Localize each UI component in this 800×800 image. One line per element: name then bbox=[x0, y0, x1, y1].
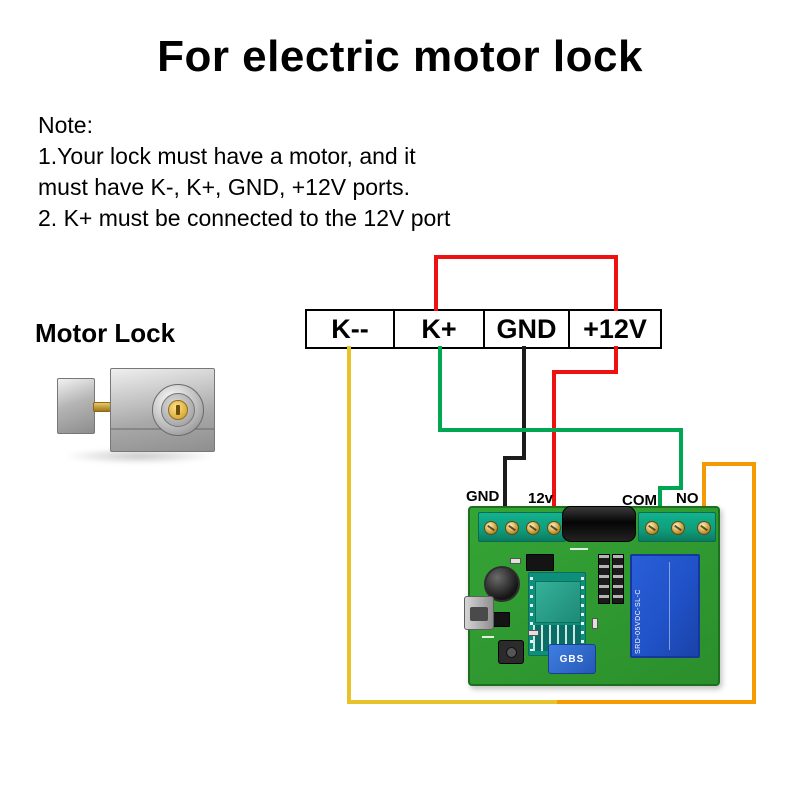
wifi-castellation-right bbox=[581, 577, 584, 651]
wire-red-12v-drop bbox=[614, 346, 618, 374]
port-12v: +12V bbox=[570, 311, 660, 347]
push-button bbox=[498, 640, 524, 664]
wire-yellow-kminus-drop bbox=[347, 346, 351, 704]
screw-com bbox=[645, 521, 659, 535]
board-label-12v: 12v bbox=[528, 490, 554, 507]
wire-black-to-board bbox=[503, 456, 507, 516]
screw-mid bbox=[671, 521, 685, 535]
wire-red-to-board bbox=[552, 370, 556, 516]
note-line-2: must have K-, K+, GND, +12V ports. bbox=[38, 174, 410, 200]
wire-green-run bbox=[438, 428, 683, 432]
lock-terminal-block: K-- K+ GND +12V bbox=[305, 309, 662, 349]
wire-red-top-run bbox=[434, 255, 618, 259]
wire-red-12v-down bbox=[614, 255, 618, 311]
wifi-castellation-left bbox=[530, 577, 533, 651]
wire-green-to-com bbox=[658, 486, 662, 516]
wifi-module bbox=[528, 572, 586, 656]
smd-component-3 bbox=[592, 618, 598, 629]
relay: SRD-05VDC-SL-C bbox=[630, 554, 700, 658]
wire-green-kplus-drop bbox=[438, 346, 442, 428]
silkscreen-mark-1 bbox=[570, 548, 588, 550]
push-button-cap bbox=[506, 647, 517, 658]
antenna-module: GBS bbox=[548, 644, 596, 674]
pin-header-2 bbox=[612, 554, 624, 604]
pin-header-1 bbox=[598, 554, 610, 604]
screw-gnd-1 bbox=[484, 521, 498, 535]
inductor-barrel bbox=[562, 506, 636, 542]
wifi-shield bbox=[535, 581, 581, 623]
ic-chip-1 bbox=[526, 554, 554, 571]
port-gnd: GND bbox=[485, 311, 570, 347]
output-screw-terminal bbox=[638, 512, 716, 542]
note-line-1: 1.Your lock must have a motor, and it bbox=[38, 143, 416, 169]
smd-component-1 bbox=[510, 558, 521, 564]
antenna-module-label: GBS bbox=[559, 653, 585, 665]
relay-case-line bbox=[669, 562, 692, 650]
relay-module-board: GBS SRD-05VDC-SL-C bbox=[464, 506, 720, 686]
lock-shadow bbox=[63, 448, 215, 464]
usb-slot bbox=[470, 607, 488, 621]
board-label-no: NO bbox=[676, 490, 699, 507]
board-label-com: COM bbox=[622, 492, 657, 509]
screw-no bbox=[697, 521, 711, 535]
wire-yellow-bottom-left bbox=[347, 700, 557, 704]
motor-lock-label: Motor Lock bbox=[35, 318, 176, 348]
wire-green-down bbox=[679, 428, 683, 490]
page-title: For electric motor lock bbox=[157, 32, 643, 81]
lock-latch-pin bbox=[93, 402, 111, 412]
wire-green-jog bbox=[658, 486, 683, 490]
lock-strike-block bbox=[57, 378, 95, 434]
note-heading: Note: bbox=[38, 112, 93, 138]
wire-black-gnd-drop bbox=[522, 346, 526, 460]
wire-orange-top-run bbox=[702, 462, 756, 466]
wire-orange-bottom-right bbox=[557, 700, 756, 704]
port-k-minus: K-- bbox=[307, 311, 395, 347]
wire-orange-to-no bbox=[702, 462, 706, 516]
input-screw-terminal bbox=[478, 512, 566, 542]
screw-12v-1 bbox=[526, 521, 540, 535]
wire-red-kplus-up bbox=[434, 255, 438, 311]
wire-red-jog bbox=[552, 370, 618, 374]
smd-component-2 bbox=[528, 630, 539, 636]
note-line-3: 2. K+ must be connected to the 12V port bbox=[38, 205, 451, 231]
screw-gnd-2 bbox=[505, 521, 519, 535]
relay-part-number: SRD-05VDC-SL-C bbox=[635, 589, 642, 654]
micro-usb-port bbox=[464, 596, 494, 630]
screw-12v-2 bbox=[547, 521, 561, 535]
board-label-gnd: GND bbox=[466, 488, 500, 505]
wire-orange-right-rise bbox=[752, 462, 756, 704]
note-block: Note: 1.Your lock must have a motor, and… bbox=[38, 110, 450, 234]
lock-key-slot bbox=[176, 405, 180, 415]
silkscreen-mark-2 bbox=[482, 636, 494, 638]
port-k-plus: K+ bbox=[395, 311, 485, 347]
wire-black-jog bbox=[503, 456, 526, 460]
motor-lock-image bbox=[55, 358, 220, 466]
